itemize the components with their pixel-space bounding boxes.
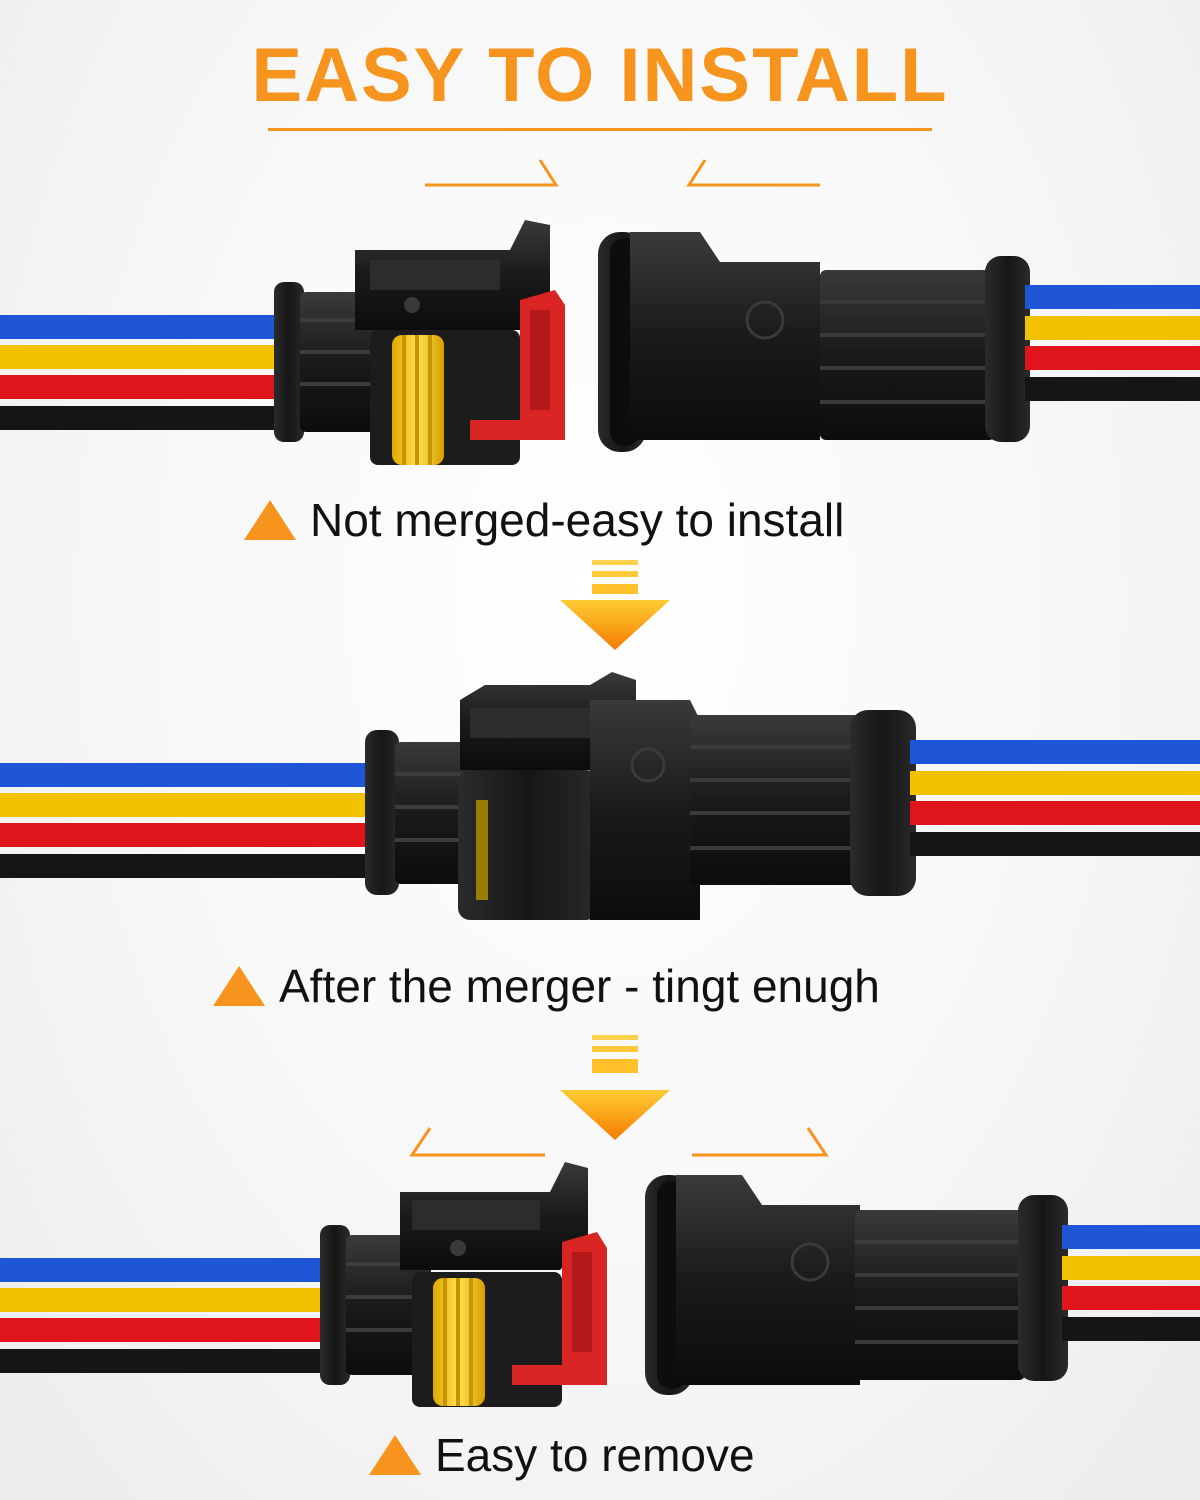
step1-push-arrow-left [425, 159, 559, 187]
warning-triangle-icon [213, 966, 265, 1006]
caption-step3-text: Easy to remove [435, 1429, 755, 1481]
arrow-down-icon [560, 1035, 670, 1140]
step2-merged-connector [365, 672, 916, 920]
warning-triangle-icon [244, 500, 296, 540]
step3-pull-arrow-right [692, 1127, 829, 1157]
step3-female-connector [320, 1162, 607, 1407]
step1-male-connector [598, 232, 1030, 452]
half-arrow-icon [409, 1127, 545, 1157]
arrow-down-icon [560, 560, 670, 650]
step3-left-wires [0, 1258, 335, 1373]
step2-right-wires [910, 740, 1200, 856]
caption-step3: Easy to remove [369, 1432, 755, 1478]
caption-step2: After the merger - tingt enugh [213, 963, 880, 1009]
title-underline [268, 128, 932, 131]
step3-right-wires [1062, 1225, 1200, 1341]
step2-left-wires [0, 763, 380, 878]
caption-step2-text: After the merger - tingt enugh [279, 960, 880, 1012]
half-arrow-icon [425, 159, 559, 187]
caption-step1: Not merged-easy to install [244, 497, 844, 543]
step3-male-connector [645, 1175, 1068, 1395]
step1-female-connector [274, 220, 565, 465]
half-arrow-icon [692, 1127, 829, 1157]
step1-right-wires [1025, 285, 1200, 401]
page-title: EASY TO INSTALL [251, 33, 949, 118]
step1-left-wires [0, 315, 290, 430]
warning-triangle-icon [369, 1435, 421, 1475]
half-arrow-icon [686, 159, 820, 187]
step3-pull-arrow-left [409, 1127, 545, 1157]
step1-push-arrow-right [686, 159, 820, 187]
caption-step1-text: Not merged-easy to install [310, 494, 845, 546]
